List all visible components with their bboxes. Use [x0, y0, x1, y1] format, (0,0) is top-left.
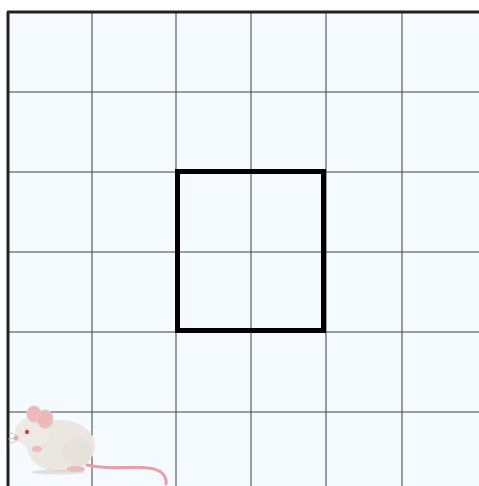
mouse-front-paw — [32, 446, 42, 452]
mouse-shadow — [31, 470, 85, 475]
mouse-eye — [25, 430, 29, 434]
board-background — [7, 12, 479, 486]
mouse-ear-front — [37, 410, 53, 428]
mouse-hind-leg — [62, 438, 92, 466]
